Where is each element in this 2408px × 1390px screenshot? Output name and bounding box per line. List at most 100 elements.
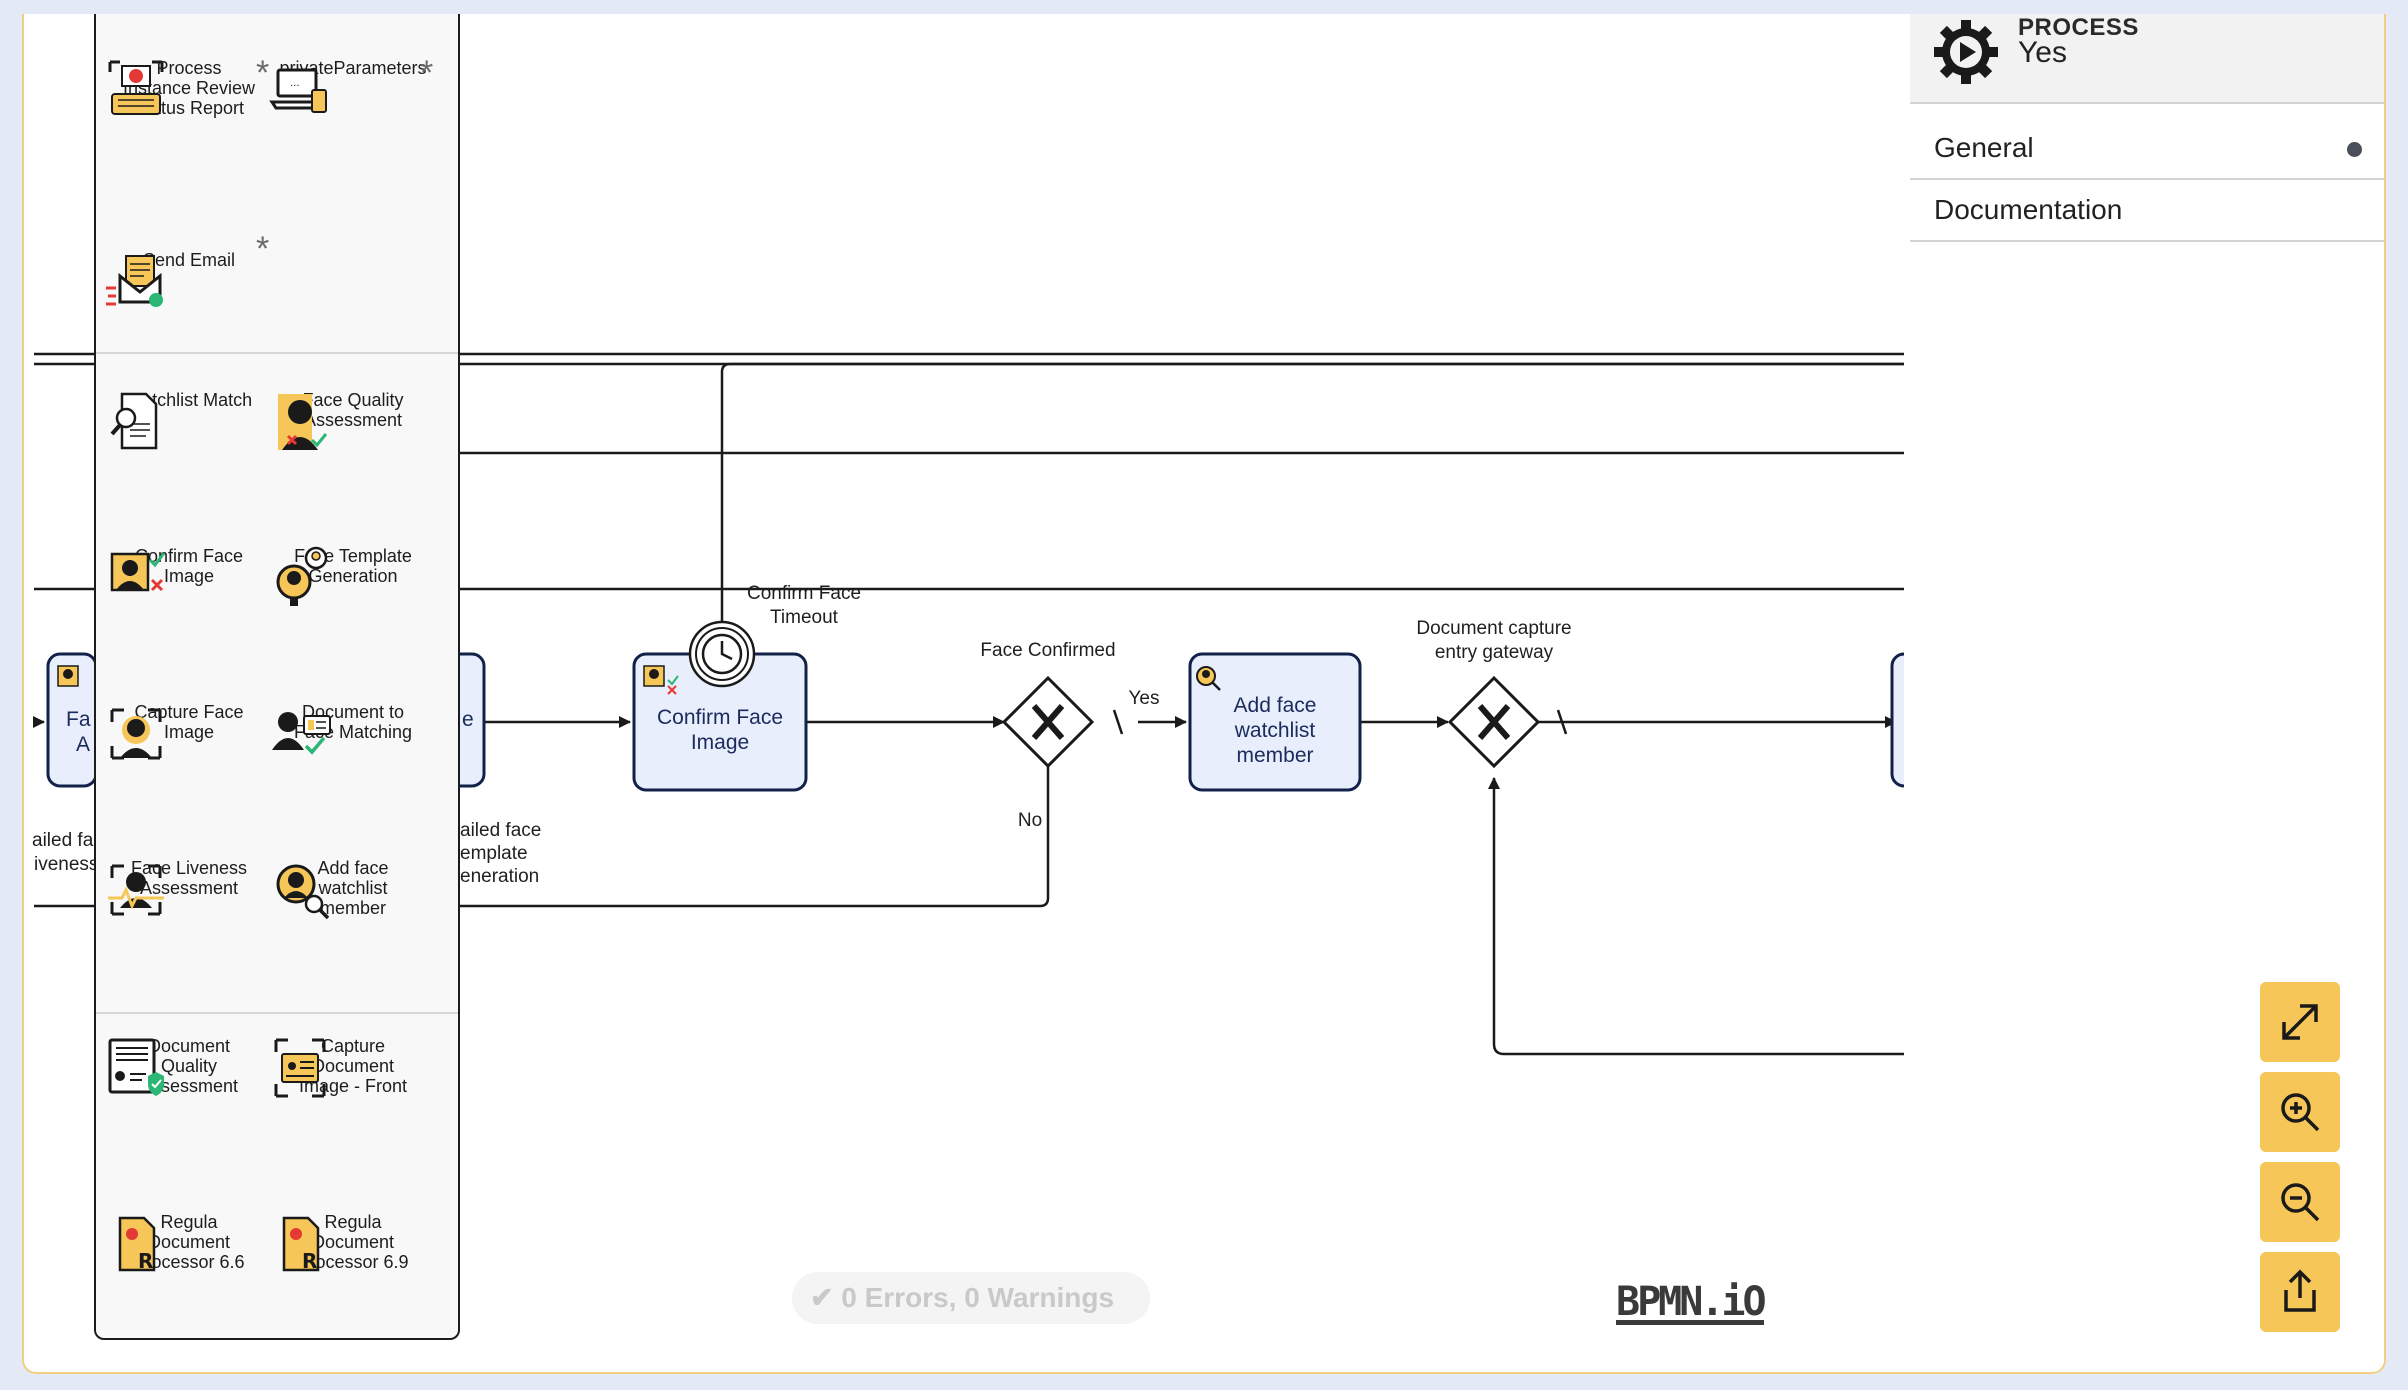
palette-item-label: Capture Face — [134, 702, 244, 722]
palette-item-watchlist-match[interactable]: Watchlist Match — [104, 390, 274, 450]
palette-item-label: member — [319, 898, 386, 918]
palette-item-process-instance-review[interactable]: Process Instance Review Status Report — [104, 58, 274, 118]
timer-boundary-event — [688, 620, 756, 688]
palette-item-label: Add face — [317, 858, 389, 878]
lint-status[interactable]: ✔ 0 Errors, 0 Warnings — [792, 1272, 1150, 1324]
star-icon: * — [420, 54, 434, 92]
timeout-label-line2: Timeout — [770, 607, 839, 628]
palette-item-label: Document — [311, 1056, 395, 1076]
palette-item-label: Assessment — [139, 1076, 239, 1096]
task-confirm-face-line1: Confirm Face — [657, 706, 783, 729]
palette-item-regula-69[interactable]: R Regula Document Processor 6.9 — [268, 1212, 438, 1273]
palette-item-label: Document — [147, 1036, 231, 1056]
palette-item-add-face-watchlist[interactable]: Add face watchlist member — [268, 858, 438, 920]
left-task-partial-text-2: A — [76, 733, 90, 756]
failed-template-line3: eneration — [460, 866, 539, 887]
failed-liveness-line1: ailed fa — [32, 830, 94, 851]
palette-item-label: Status Report — [133, 98, 245, 118]
task-add-watchlist-line3: member — [1236, 744, 1313, 767]
tab-general-label: General — [1934, 132, 2034, 163]
diagram-canvas[interactable]: Confirm Face Image Confirm Face Timeout … — [24, 14, 1904, 1372]
palette-item-label: Face Quality — [302, 390, 404, 410]
palette-item-label: Assessment — [139, 878, 239, 898]
palette-item-face-quality[interactable]: Face Quality Assessment — [268, 390, 438, 450]
regula-icon: R — [118, 1216, 156, 1273]
palette-item-capture-face[interactable]: Capture Face Image — [104, 702, 274, 760]
left-task-icon — [57, 665, 79, 687]
top-bar — [0, 0, 2408, 16]
modeler-frame: Confirm Face Image Confirm Face Timeout … — [22, 14, 2386, 1374]
palette-item-send-email[interactable]: Send Email — [104, 250, 274, 307]
palette-item-confirm-face[interactable]: Confirm Face Image — [104, 546, 274, 592]
palette-item-label: Generation — [308, 566, 398, 586]
palette-separator — [96, 1012, 458, 1016]
palette-item-label: Image — [163, 566, 215, 586]
palette-item-label: Confirm Face — [134, 546, 244, 566]
document-search-icon — [110, 392, 158, 450]
bpmn-io-logo[interactable]: BPMN.iO — [1616, 1279, 1767, 1325]
palette-item-label: Processor 6.9 — [297, 1252, 409, 1272]
element-type: PROCESS — [2018, 14, 2139, 41]
capture-document-icon — [274, 1038, 326, 1098]
palette-item-label: Capture — [320, 1036, 386, 1056]
palette-item-label: Assessment — [303, 410, 403, 430]
expand-icon — [2282, 1004, 2318, 1040]
palette-item-private-parameters[interactable]: ... privateParameters — [268, 58, 438, 113]
face-template-icon — [276, 546, 328, 606]
bpmn-diagram[interactable]: Confirm Face Image Confirm Face Timeout … — [24, 14, 1904, 1372]
palette-item-label: watchlist — [318, 878, 388, 898]
palette-item-document-quality[interactable]: Document Quality Assessment — [104, 1036, 274, 1096]
palette-item-document-face-matching[interactable]: Document to Face Matching — [268, 702, 438, 755]
task-add-watchlist — [1188, 652, 1362, 792]
capture-face-icon — [110, 708, 162, 760]
palette-separator — [96, 352, 458, 654]
gateway-face-confirmed — [1001, 675, 1095, 769]
fullscreen-button[interactable] — [2260, 982, 2340, 1062]
document-quality-icon — [108, 1038, 164, 1096]
zoom-out-icon — [2281, 1183, 2320, 1222]
tab-documentation[interactable]: Documentation — [1910, 180, 2384, 242]
task-add-watchlist-line2: watchlist — [1234, 719, 1316, 742]
task-right-partial — [1890, 652, 1904, 788]
task-confirm-face-line2: Image — [691, 731, 749, 754]
default-marker-2 — [1556, 709, 1568, 735]
lint-status-text: 0 Errors, 0 Warnings — [841, 1282, 1115, 1313]
palette-item-label: Send Email — [142, 250, 236, 270]
tab-general[interactable]: General — [1910, 118, 2384, 180]
palette-item-face-template[interactable]: Face Template Generation — [268, 546, 438, 606]
properties-panel: PROCESS Yes General Documentation — [1910, 14, 2384, 1372]
zoom-out-button[interactable] — [2260, 1162, 2340, 1242]
failed-liveness-line2: iveness — [34, 854, 98, 875]
palette-item-label: Watchlist Match — [125, 390, 253, 410]
shape-palette: Process Instance Review Status Report * … — [94, 14, 460, 1340]
palette-item-face-liveness[interactable]: Face Liveness Assessment — [104, 858, 274, 916]
face-liveness-icon — [108, 864, 164, 916]
add-watchlist-icon — [276, 864, 330, 920]
svg-text:R: R — [302, 1249, 317, 1273]
palette-item-label: Processor 6.6 — [133, 1252, 245, 1272]
zoom-in-button[interactable] — [2260, 1072, 2340, 1152]
palette-item-capture-document-front[interactable]: Capture Document Image - Front — [268, 1036, 438, 1098]
default-marker-1 — [1112, 709, 1124, 735]
confirm-face-icon — [110, 552, 166, 592]
share-icon — [2284, 1269, 2316, 1312]
palette-item-label: Regula — [160, 1212, 218, 1232]
face-confirmed-label: Face Confirmed — [980, 640, 1115, 661]
palette-item-label: Quality — [160, 1056, 218, 1076]
confirm-face-task-icon — [643, 665, 679, 695]
timeout-label-line1: Confirm Face — [747, 583, 861, 604]
yes-label: Yes — [1129, 688, 1160, 709]
palette-item-regula-66[interactable]: R Regula Document Processor 6.6 — [104, 1212, 274, 1273]
export-button[interactable] — [2260, 1252, 2340, 1332]
add-watchlist-task-icon — [1196, 666, 1221, 691]
doc-gateway-label-line1: Document capture — [1416, 618, 1571, 639]
failed-template-line1: ailed face — [460, 820, 541, 841]
process-gear-icon — [1934, 20, 1998, 84]
left-task-partial-text-1: Fa — [66, 708, 91, 731]
svg-text:R: R — [138, 1249, 153, 1273]
star-icon: * — [256, 54, 270, 92]
flow-loop-back — [1488, 777, 1904, 1056]
timeout-flow — [720, 362, 1904, 634]
laptop-icon: ... — [269, 68, 327, 113]
star-icon: * — [256, 230, 270, 268]
